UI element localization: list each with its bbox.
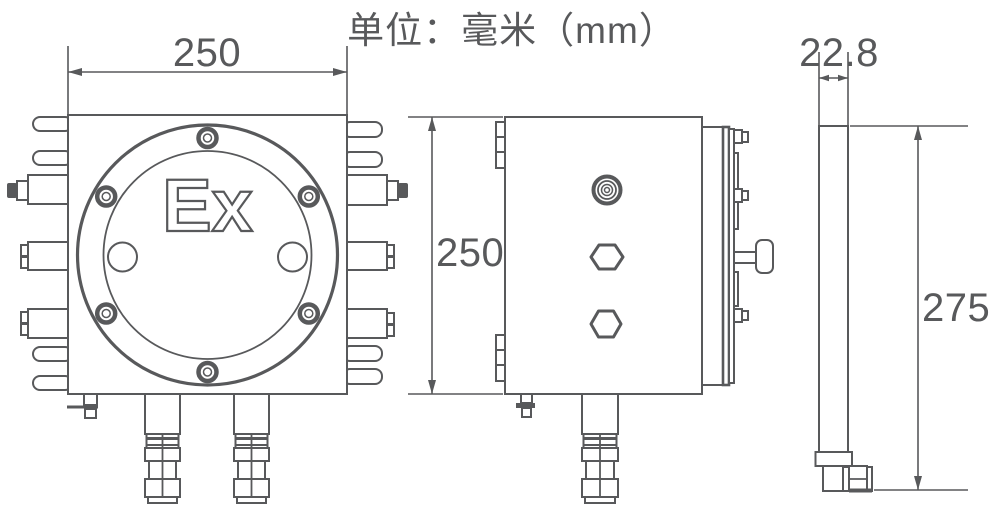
profile-panel	[818, 125, 849, 453]
front-view: Ex 250	[7, 31, 408, 504]
arrow-down-icon	[914, 476, 922, 490]
bolt-icon	[196, 360, 219, 384]
side-body	[504, 116, 703, 395]
front-left-fins	[7, 116, 73, 391]
side-cover-bolts	[728, 129, 774, 323]
arrow-left-icon	[68, 68, 82, 76]
right-plug-icon	[398, 183, 408, 198]
front-body	[67, 114, 348, 395]
flange-bolts	[94, 126, 321, 384]
cover-flange-outer	[75, 123, 340, 387]
front-right-fins	[342, 121, 408, 385]
side-cover-plates	[701, 125, 735, 387]
latch-knob	[729, 239, 774, 274]
bolt-icon	[94, 302, 118, 325]
hex-plug-icon	[589, 243, 625, 271]
front-breather-vent	[67, 392, 98, 419]
bolt-icon	[297, 302, 321, 325]
bolt-icon	[297, 185, 321, 208]
profile-view: 22.8 275	[799, 31, 990, 493]
arrow-right-icon	[838, 74, 848, 82]
side-view: 250	[408, 116, 774, 504]
side-face-fittings	[589, 174, 625, 339]
arrow-left-icon	[819, 74, 829, 82]
front-cable-gland-left	[144, 391, 181, 504]
ex-marking: Ex	[162, 164, 253, 247]
sensor-port-icon	[591, 174, 623, 206]
bolt-icon	[94, 185, 118, 208]
hex-plug-icon	[589, 309, 623, 339]
profile-base-block	[814, 451, 853, 467]
profile-height-label: 275	[922, 286, 990, 330]
sight-hole-left	[107, 241, 138, 273]
left-plug-icon	[7, 183, 17, 198]
front-cable-gland-right	[233, 391, 270, 504]
side-breather-vent	[516, 391, 535, 418]
side-cable-gland	[581, 391, 619, 504]
side-height-dimension: 250	[408, 116, 504, 395]
page-title: 单位：毫米（mm）	[347, 10, 677, 51]
arrow-right-icon	[333, 68, 347, 76]
front-width-label: 250	[173, 31, 241, 75]
cover-flange-inner	[102, 150, 313, 360]
arrow-up-icon	[428, 117, 436, 131]
arrow-up-icon	[914, 126, 922, 140]
side-height-label: 250	[436, 231, 504, 275]
arrow-down-icon	[428, 380, 436, 394]
profile-thickness-label: 22.8	[799, 31, 879, 75]
sight-hole-right	[277, 241, 308, 273]
profile-height-dimension: 275	[850, 125, 990, 491]
bolt-icon	[196, 126, 219, 150]
front-width-dimension: 250	[67, 31, 348, 114]
profile-thickness-dimension: 22.8	[799, 31, 879, 126]
profile-cable-gland	[822, 465, 873, 493]
